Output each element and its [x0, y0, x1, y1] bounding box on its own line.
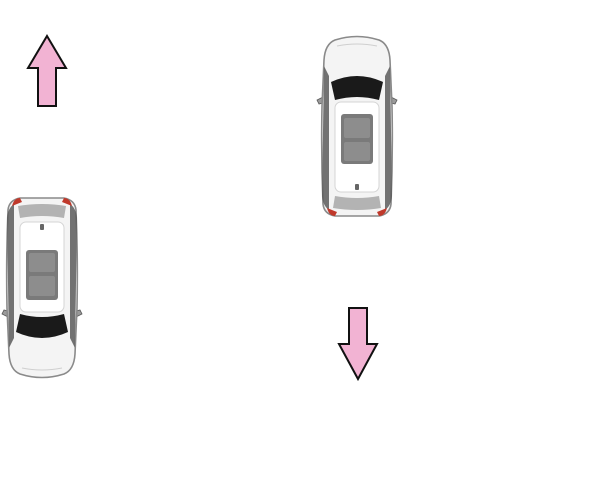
arrow-up-icon — [26, 34, 68, 107]
car-right-icon — [316, 35, 398, 217]
car-left-icon — [1, 197, 83, 379]
arrow-down-icon — [337, 307, 379, 382]
